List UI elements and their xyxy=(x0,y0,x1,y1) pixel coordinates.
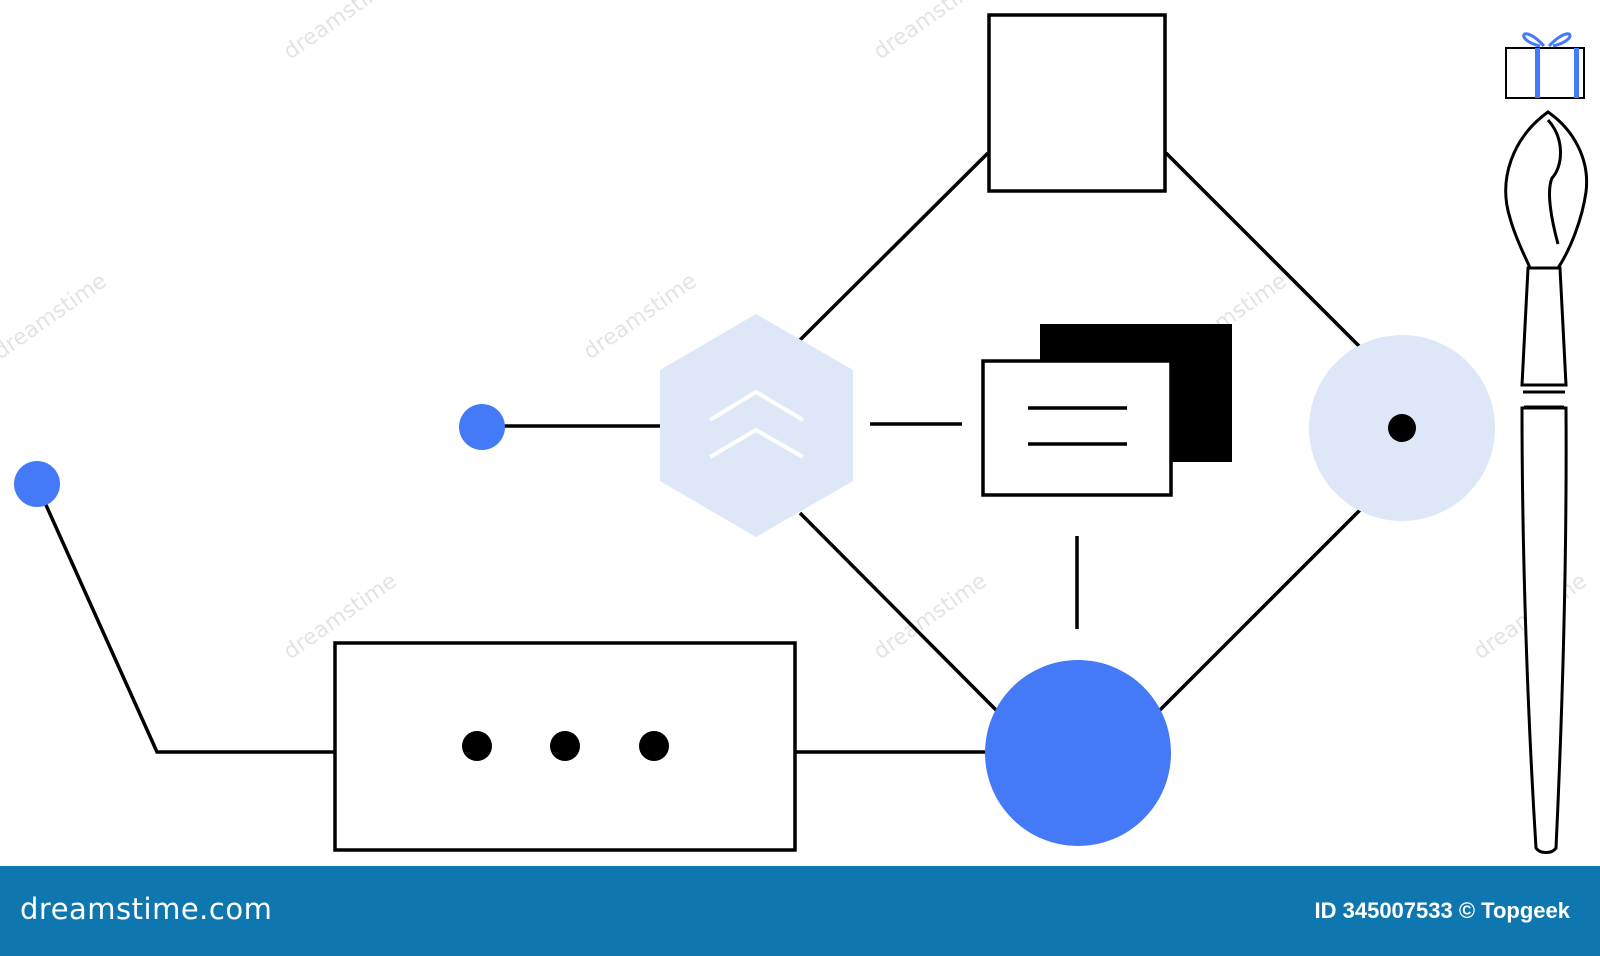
gift-icon xyxy=(1505,32,1585,99)
connector-line xyxy=(798,151,990,342)
watermark-text: dreamstime xyxy=(869,569,992,665)
watermark-text: dreamstime xyxy=(869,0,992,65)
dot-in-circle-icon xyxy=(1388,414,1416,442)
watermark-text: dreamstime xyxy=(0,269,112,365)
stock-id-label: ID 345007533 © Topgeek xyxy=(1314,898,1571,923)
watermark-layer: dreamstime dreamstime dreamstime dreamst… xyxy=(0,0,1592,665)
ellipsis-node xyxy=(333,641,797,852)
watermark-text: dreamstime xyxy=(579,269,702,365)
connector-line xyxy=(1156,508,1362,714)
blue-circle-node xyxy=(985,660,1171,846)
blue-pin-dot xyxy=(459,404,505,450)
network-diagram: dreamstime dreamstime dreamstime dreamst… xyxy=(0,0,1592,854)
documents-node xyxy=(981,324,1232,497)
paintbrush-icon xyxy=(1504,110,1589,854)
watermark-footer: dreamstime.com ID 345007533 © Topgeek xyxy=(0,866,1600,956)
blue-pin-dot xyxy=(14,461,60,507)
more-dots-icon xyxy=(462,731,669,761)
double-chevron-up-icon xyxy=(708,389,805,459)
documents-icon xyxy=(1028,406,1127,446)
brand-logo: dreamstime.com xyxy=(20,892,273,926)
connectors xyxy=(35,151,1362,754)
target-node xyxy=(1309,335,1495,521)
connector-line xyxy=(798,511,1000,714)
hexagon-node xyxy=(660,314,853,537)
watermark-text: dreamstime xyxy=(279,0,402,65)
connector-line xyxy=(1164,151,1362,349)
square-node xyxy=(987,13,1167,193)
connector-line xyxy=(35,484,335,754)
